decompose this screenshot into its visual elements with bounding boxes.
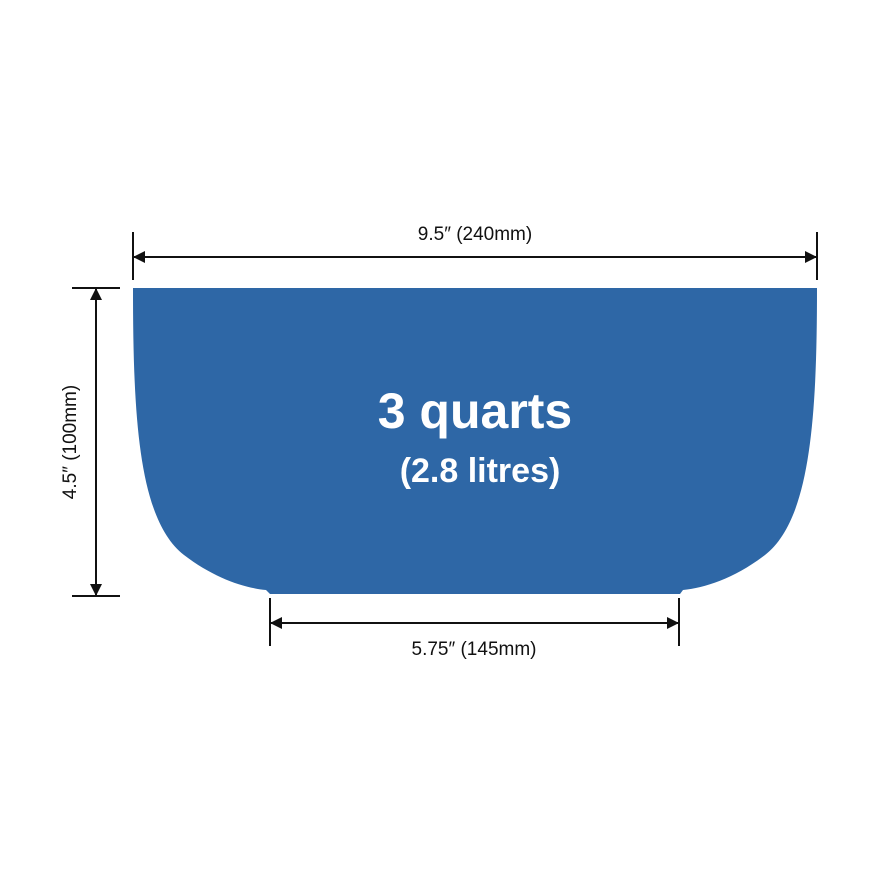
bowl-shape — [133, 288, 817, 594]
capacity-main-label: 3 quarts — [378, 383, 573, 439]
capacity-sub-label: (2.8 litres) — [400, 452, 561, 490]
base-width-label: 5.75″ (145mm) — [412, 639, 537, 660]
top-width-label: 9.5″ (240mm) — [418, 224, 532, 245]
height-label: 4.5″ (100mm) — [60, 385, 81, 499]
